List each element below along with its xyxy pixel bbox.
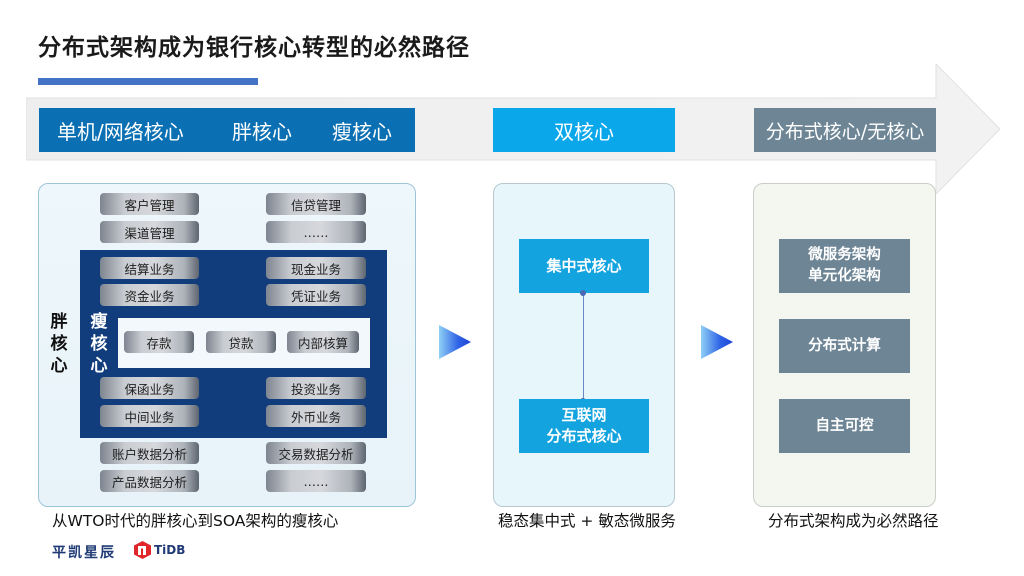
tidb-hexagon-icon [134, 541, 151, 559]
module-pill: 交易数据分析 [266, 442, 366, 464]
box-line: 分布式核心 [546, 427, 622, 445]
stage-label-thin-core: 瘦核心 [332, 119, 392, 144]
module-pill: 客户管理 [100, 193, 199, 215]
thin-core-label: 瘦核心 [90, 312, 108, 376]
module-pill: 资金业务 [100, 284, 199, 306]
module-pill: 现金业务 [266, 257, 366, 279]
caption-dual-core: 稳态集中式 + 敏态微服务 [498, 512, 676, 530]
box-line: 微服务架构 [808, 247, 881, 263]
self-controllable-box: 自主可控 [779, 399, 910, 453]
box-line: 互联网 [561, 406, 607, 424]
caption-distributed: 分布式架构成为必然路径 [768, 512, 939, 530]
module-pill: 产品数据分析 [100, 470, 199, 492]
box-line: 单元化架构 [808, 268, 881, 284]
stage-tag-distributed-core: 分布式核心/无核心 [754, 108, 936, 152]
inner-core-pill-loan: 贷款 [206, 331, 276, 353]
panel-dual-core [493, 183, 675, 507]
tidb-logo: TiDB [134, 541, 185, 559]
stage-label-standalone-network-core: 单机/网络核心 [57, 119, 184, 144]
fat-core-label: 胖核心 [50, 312, 68, 376]
module-pill: 外币业务 [266, 405, 366, 427]
module-pill: 信贷管理 [266, 193, 366, 215]
connector-line [583, 293, 584, 401]
stage-tag-dual-core: 双核心 [493, 108, 675, 152]
title-underline [38, 78, 258, 85]
module-pill: 中间业务 [100, 405, 199, 427]
stage-tag-traditional: 单机/网络核心 胖核心 瘦核心 [39, 108, 415, 152]
module-pill: 凭证业务 [266, 284, 366, 306]
play-arrow-icon [701, 325, 733, 359]
connector-dot [580, 290, 586, 296]
microservice-unit-architecture-box: 微服务架构 单元化架构 [779, 239, 910, 293]
module-pill: …… [266, 470, 366, 492]
module-pill: …… [266, 221, 366, 243]
module-pill: 账户数据分析 [100, 442, 199, 464]
module-pill: 结算业务 [100, 257, 199, 279]
play-arrow-icon [439, 325, 471, 359]
module-pill: 投资业务 [266, 377, 366, 399]
distributed-computing-box: 分布式计算 [779, 319, 910, 373]
internet-distributed-core-box: 互联网 分布式核心 [519, 399, 649, 453]
tidb-wordmark: TiDB [154, 543, 186, 557]
centralized-core-box: 集中式核心 [519, 239, 649, 293]
brand-logo-pingcap-cn: 平凯星辰 [52, 545, 116, 561]
slide-title: 分布式架构成为银行核心转型的必然路径 [38, 35, 470, 61]
inner-core-pill-accounting: 内部核算 [287, 331, 359, 353]
inner-core-pill-deposit: 存款 [124, 331, 194, 353]
module-pill: 渠道管理 [100, 221, 199, 243]
caption-fat-thin-core: 从WTO时代的胖核心到SOA架构的瘦核心 [52, 512, 339, 530]
module-pill: 保函业务 [100, 377, 199, 399]
stage-label-fat-core: 胖核心 [232, 119, 292, 144]
